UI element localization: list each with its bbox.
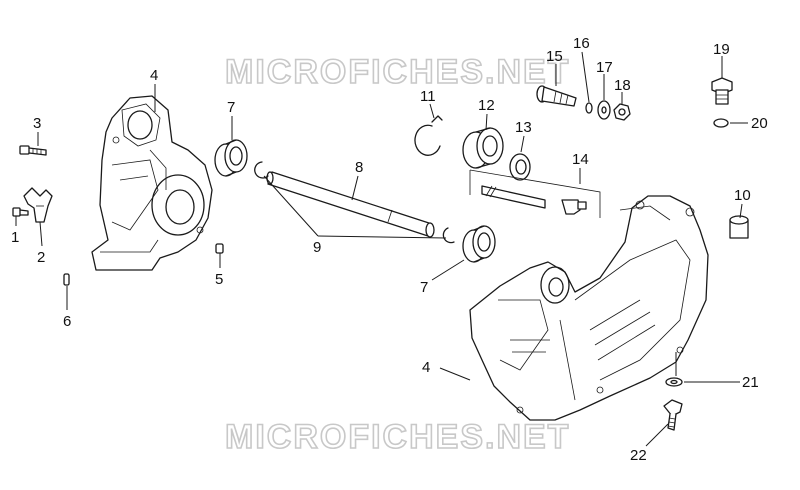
callout-6: 6 [63,313,71,330]
callout-12: 12 [478,97,495,114]
part-bearing-12 [462,127,504,169]
part-dowel-pin-5 [215,243,224,254]
part-snap-ring-11 [414,115,443,156]
callout-14: 14 [572,151,589,168]
part-bolt-22 [663,399,683,431]
callout-2: 2 [37,249,45,266]
watermark-bottom: MICROFICHES.NET [225,418,570,456]
callout-labels: 3 1 2 4 5 6 7 8 9 7 10 11 12 13 14 15 16… [11,35,768,464]
part-washer-21 [665,377,683,387]
callout-4-left: 4 [150,67,158,84]
callout-18: 18 [614,77,631,94]
part-drain-plug-19 [711,77,733,105]
part-hose-14 [469,169,601,218]
part-seal-13 [509,153,531,181]
callout-10: 10 [734,187,751,204]
watermark-top: MICROFICHES.NET [225,53,570,91]
part-bushing-10 [729,215,749,239]
part-screw-3 [19,145,47,156]
callout-9: 9 [313,239,321,256]
part-shift-fork-2 [23,187,53,223]
callout-8: 8 [355,159,363,176]
callout-1: 1 [11,229,19,246]
part-bolt-15 [536,85,577,107]
callout-19: 19 [713,41,730,58]
callout-21: 21 [742,374,759,391]
part-shaft-8 [266,171,435,238]
callout-15: 15 [546,48,563,65]
leader-lines [15,51,748,447]
part-bolt-1 [12,207,29,217]
callout-16: 16 [573,35,590,52]
part-bearing-7-top [214,139,248,177]
part-o-ring-20 [713,118,729,128]
callout-7-top: 7 [227,99,235,116]
callout-20: 20 [751,115,768,132]
part-nut-18 [613,103,631,121]
callout-11: 11 [420,88,436,105]
part-washer-16 [585,102,593,114]
callout-5: 5 [215,271,223,288]
callout-3: 3 [33,115,41,132]
callout-7-mid: 7 [420,279,428,296]
callout-4-right: 4 [422,359,430,376]
part-washer-17 [597,100,611,120]
part-pin-6 [63,273,70,286]
callout-17: 17 [596,59,613,76]
right-crankcase-half [469,195,709,421]
left-crankcase-half [91,95,213,271]
callout-22: 22 [630,447,647,464]
part-bearing-7-mid [462,225,496,263]
callout-13: 13 [515,119,532,136]
